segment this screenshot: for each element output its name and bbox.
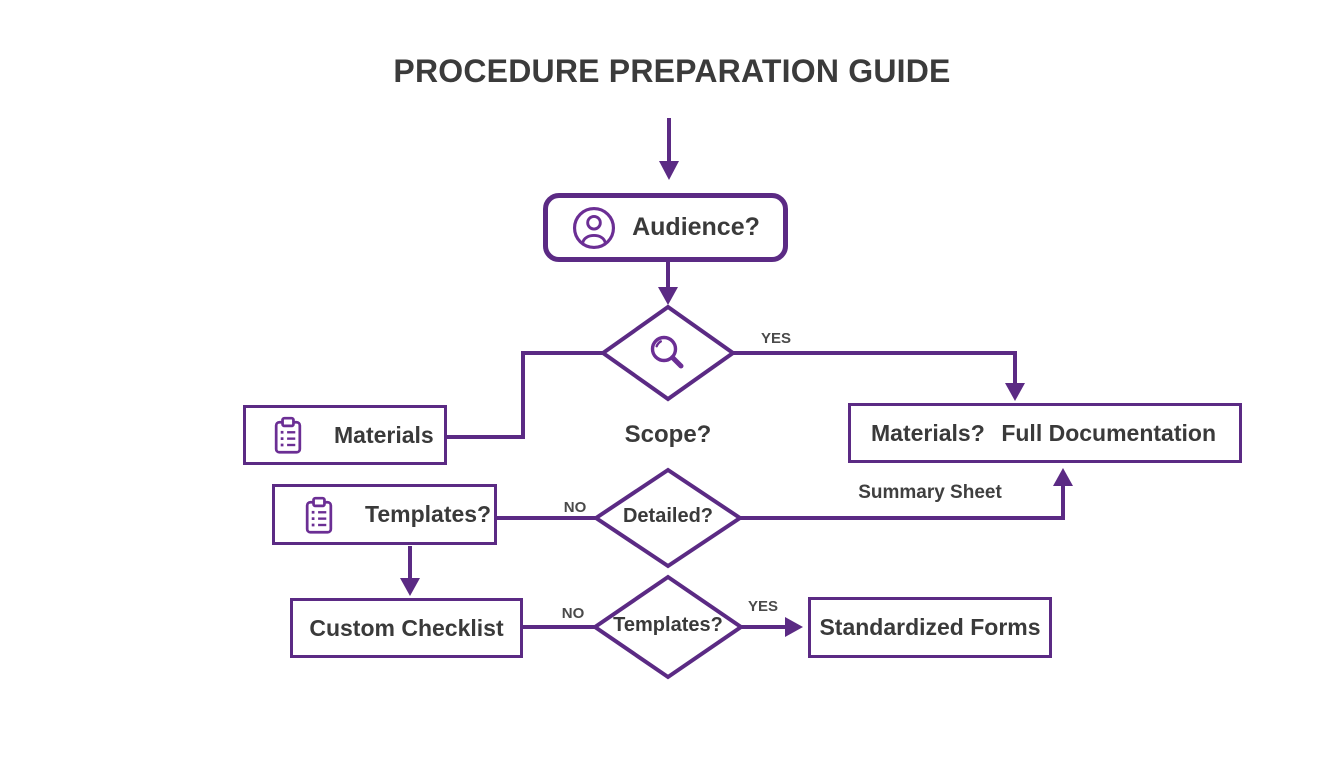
edge-search-fulldoc [733, 351, 1017, 385]
arrowhead-detailed-fulldoc [1053, 468, 1073, 486]
templates-input-node: Templates? [272, 484, 497, 545]
clipboard-icon [274, 416, 302, 454]
user-icon [573, 206, 616, 249]
audience-label: Audience? [632, 213, 760, 241]
yes-label-templates: YES [747, 598, 778, 615]
scope-label: Scope? [624, 421, 712, 448]
clipboard-icon [305, 496, 333, 534]
full-documentation-node: Materials? Full Documentation [848, 403, 1242, 463]
materials-node: Materials [243, 405, 447, 465]
no-label-detailed: NO [563, 499, 587, 516]
audience-node: Audience? [543, 193, 788, 262]
yes-label-scope: YES [760, 330, 791, 347]
arrowhead-templatesd-standard [785, 617, 803, 637]
full-documentation-label: Full Documentation [1001, 419, 1216, 446]
standardized-forms-node: Standardized Forms [808, 597, 1052, 658]
custom-checklist-label: Custom Checklist [309, 614, 504, 641]
magnifier-icon [650, 335, 684, 369]
templates-decision-diamond [591, 574, 745, 680]
templates-decision-label: Templates? [613, 614, 723, 636]
materials-question-label: Materials? [871, 419, 985, 446]
page-title: PROCEDURE PREPARATION GUIDE [393, 53, 951, 89]
no-label-templates: NO [561, 605, 585, 622]
detailed-decision-diamond [592, 467, 744, 569]
summary-sheet-label: Summary Sheet [858, 482, 1002, 503]
arrowhead-templates-custom [400, 578, 420, 596]
search-decision-diamond [599, 304, 737, 402]
arrowhead-search-fulldoc [1005, 383, 1025, 401]
detailed-decision-label: Detailed? [622, 505, 714, 527]
templates-input-label: Templates? [365, 501, 492, 527]
arrowhead-audience-search [658, 287, 678, 305]
materials-label: Materials [334, 421, 434, 448]
custom-checklist-node: Custom Checklist [290, 598, 523, 658]
standardized-forms-label: Standardized Forms [819, 614, 1041, 640]
edge-materials-search [447, 351, 603, 439]
arrowhead-title-audience [659, 161, 679, 180]
edge-detailed-fulldoc [740, 484, 1065, 520]
